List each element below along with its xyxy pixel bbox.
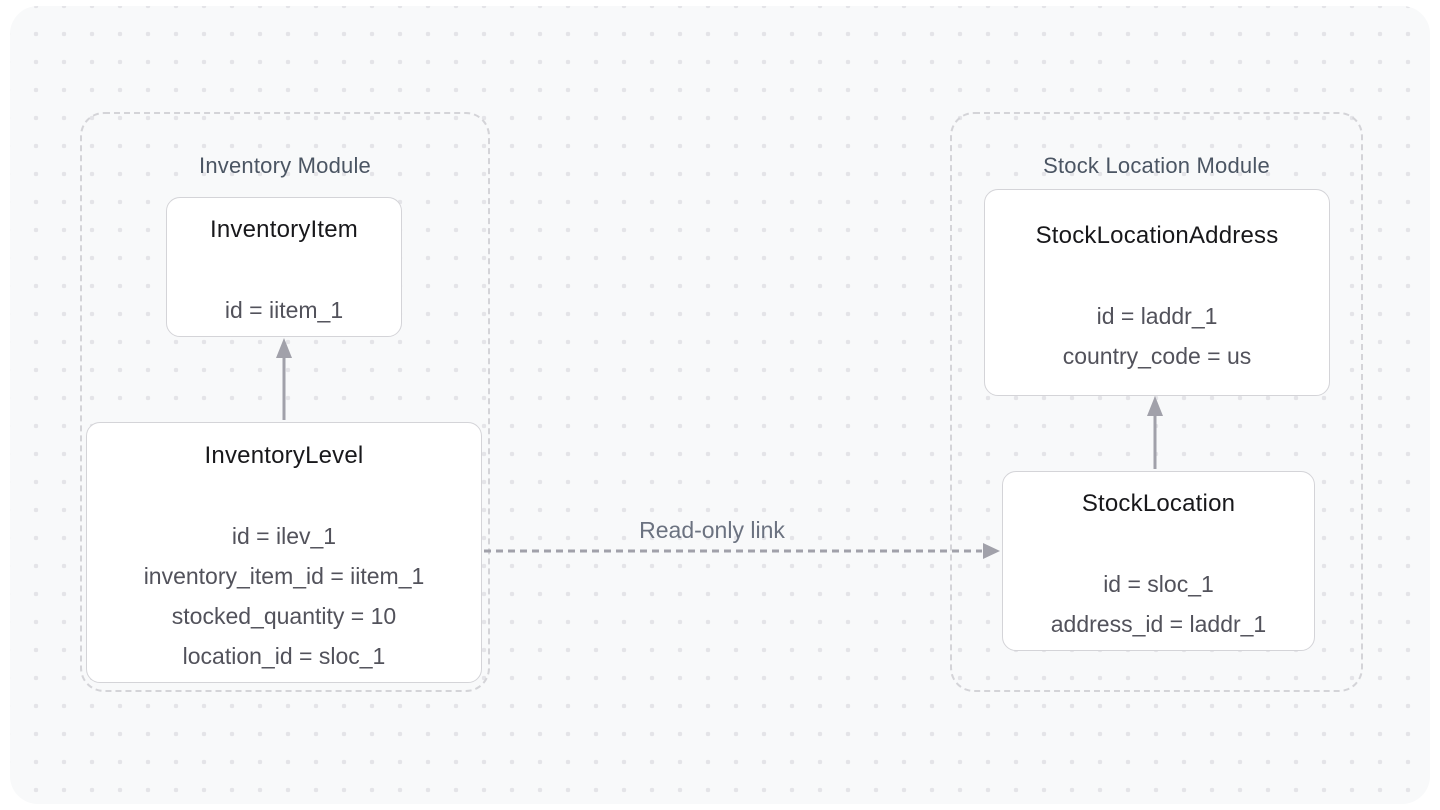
entity-title: InventoryLevel — [204, 442, 364, 469]
entity-attribute: inventory_item_id = iitem_1 — [143, 563, 425, 589]
module-title-inventory: Inventory Module — [199, 153, 371, 178]
entity-title: StockLocationAddress — [1035, 222, 1279, 249]
entity-attribute: country_code = us — [1062, 343, 1252, 369]
entity-attribute: id = iitem_1 — [224, 297, 344, 323]
entity-card-stock-location: StockLocation id = sloc_1 address_id = l… — [1002, 471, 1315, 651]
module-container-stock-location: Stock Location Module — [950, 112, 1363, 692]
entity-title: StockLocation — [1081, 490, 1236, 517]
entity-card-stock-location-address: StockLocationAddress id = laddr_1 countr… — [984, 189, 1330, 396]
read-only-link-label: Read-only link — [639, 517, 785, 543]
entity-attribute: id = ilev_1 — [231, 523, 337, 549]
entity-card-inventory-item: InventoryItem id = iitem_1 — [166, 197, 402, 337]
entity-attribute-list: id = laddr_1 country_code = us — [985, 296, 1329, 376]
entity-attribute-list: id = ilev_1 inventory_item_id = iitem_1 … — [87, 516, 481, 676]
entity-card-inventory-level: InventoryLevel id = ilev_1 inventory_ite… — [86, 422, 482, 683]
entity-attribute: id = sloc_1 — [1103, 571, 1214, 597]
diagram-canvas: Inventory Module Stock Location Module — [10, 6, 1430, 804]
entity-attribute-list: id = iitem_1 — [167, 290, 401, 330]
entity-attribute: location_id = sloc_1 — [182, 643, 386, 669]
entity-title: InventoryItem — [210, 216, 358, 243]
entity-attribute: stocked_quantity = 10 — [171, 603, 397, 629]
entity-attribute: id = laddr_1 — [1096, 303, 1218, 329]
entity-attribute: address_id = laddr_1 — [1050, 611, 1267, 637]
module-container-inventory: Inventory Module — [80, 112, 490, 692]
module-title-stock-location: Stock Location Module — [1043, 153, 1270, 178]
entity-attribute-list: id = sloc_1 address_id = laddr_1 — [1003, 564, 1314, 644]
